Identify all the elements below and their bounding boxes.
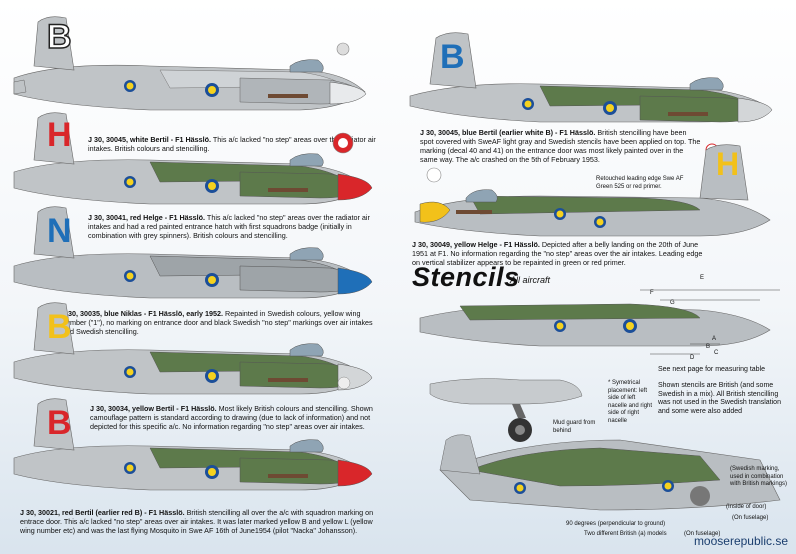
caption-aircraft-2: J 30, 30041, red Helge - F1 Hässlö. This… xyxy=(88,213,378,240)
mudguard-note: Mud guard from behind xyxy=(553,420,596,434)
retouched-leading-edge-note: Retouched leading edge Swe AF Green 525 … xyxy=(596,176,684,190)
dimension-letter-d: D xyxy=(690,355,695,361)
tail-letter-6: B xyxy=(440,38,465,76)
stencils-subtitle: All aircraft xyxy=(510,275,551,285)
caption-6-title: J 30, 30045, blue Bertil (earlier white … xyxy=(420,128,596,137)
perpendicular-note: 90 degrees (perpendicular to ground) xyxy=(566,521,666,527)
caption-7-text: Depicted after a belly landing on the 20… xyxy=(412,240,703,267)
stencil-aircraft-3quarter xyxy=(439,434,781,511)
tail-letter-7: H xyxy=(716,146,740,182)
caption-aircraft-1: J 30, 30045, white Bertil - F1 Hässlö. T… xyxy=(88,135,378,153)
inside-of-door-note: (Inside of door) xyxy=(726,504,767,510)
caption-3-title: J 30, 30035, blue Niklas - F1 Hässlö, ea… xyxy=(62,309,224,318)
caption-aircraft-5: J 30, 30021, red Bertil (earlier red B) … xyxy=(20,508,378,535)
caption-1-text: This a/c lacked "no step" areas over the… xyxy=(88,135,376,153)
tail-letter-2: H xyxy=(47,116,72,154)
dimension-letter-b: B xyxy=(706,344,711,350)
on-fuselage-note-2: (On fuselage) xyxy=(732,515,769,521)
caption-4-title: J 30, 30034, yellow Bertil - F1 Hässlö. xyxy=(90,404,217,413)
aircraft-1-body xyxy=(13,16,367,111)
caption-aircraft-3: J 30, 30035, blue Niklas - F1 Hässlö, ea… xyxy=(62,309,378,336)
on-fuselage-note: (On fuselage) xyxy=(684,531,721,537)
caption-5-text: British stencilling all over the a/c wit… xyxy=(20,508,374,535)
dimension-letter-e: E xyxy=(700,275,705,281)
dimension-letter-g: G xyxy=(670,300,675,306)
dimension-letter-f: F xyxy=(650,290,654,296)
measuring-table-note: See next page for measuring table xyxy=(658,366,766,373)
stencils-title: Stencils xyxy=(412,262,520,292)
caption-7-title: J 30, 30049, yellow Helge - F1 Hässlö. xyxy=(412,240,540,249)
caption-aircraft-4: J 30, 30034, yellow Bertil - F1 Hässlö. … xyxy=(90,404,378,431)
caption-4-text: Most likely British colours and stencill… xyxy=(90,404,373,431)
tail-letter-5: B xyxy=(47,404,72,442)
tail-letter-1: B xyxy=(46,18,72,56)
dimension-letter-a: A xyxy=(712,336,717,342)
stencil-landing-gear xyxy=(429,378,583,442)
symmetrical-placement-note: * Symetrical placement: left side of lef… xyxy=(608,380,653,424)
tail-letter-3: N xyxy=(47,212,72,250)
stencil-language-note: Shown stencils are British (and some Swe… xyxy=(658,382,781,415)
caption-5-title: J 30, 30021, red Bertil (earlier red B) … xyxy=(20,508,185,517)
caption-aircraft-7: J 30, 30049, yellow Helge - F1 Hässlö. D… xyxy=(412,240,704,267)
footer-website[interactable]: mooserepublic.se xyxy=(693,534,788,548)
caption-6-text: British stencilling have been spot cover… xyxy=(420,128,701,164)
british-models-note: Two different British (a) models xyxy=(584,531,667,537)
tail-letter-4: B xyxy=(47,308,72,346)
dimension-letter-c: C xyxy=(714,350,719,356)
caption-1-title: J 30, 30045, white Bertil - F1 Hässlö. xyxy=(88,135,212,144)
caption-3-text: Repainted in Swedish colours, yellow win… xyxy=(62,309,373,336)
caption-2-title: J 30, 30041, red Helge - F1 Hässlö. xyxy=(88,213,206,222)
swedish-marking-note: (Swedish marking, used in combination wi… xyxy=(730,466,788,487)
caption-2-text: This a/c lacked "no step" areas over the… xyxy=(88,213,370,240)
caption-aircraft-6: J 30, 30045, blue Bertil (earlier white … xyxy=(420,128,702,164)
